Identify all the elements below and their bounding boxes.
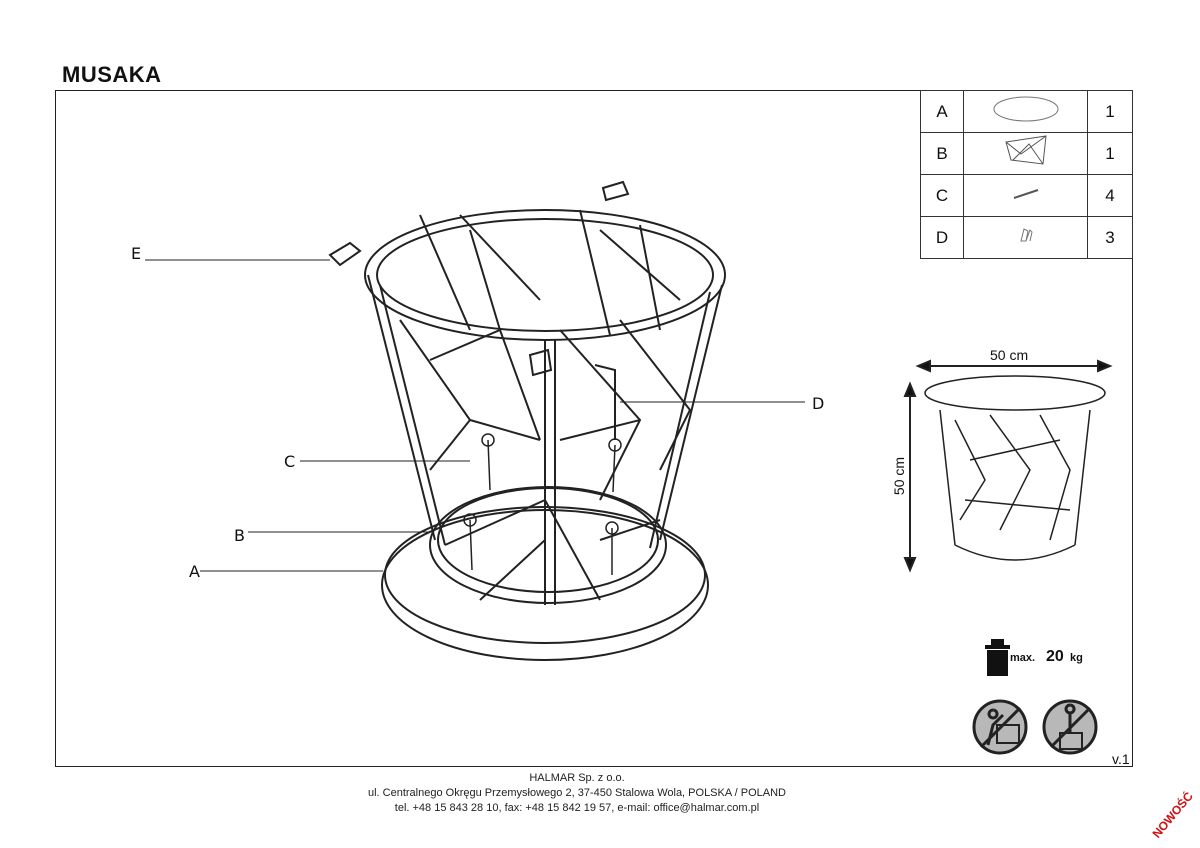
basket-frame-icon [963,132,1088,175]
callout-d: D [812,394,825,413]
dimension-arrows [903,359,1113,573]
table-row: D 3 [920,216,1133,259]
footer-address: ul. Centralnego Okręgu Przemysłowego 2, … [367,787,786,799]
part-qty: 1 [1087,132,1133,175]
table-row: A 1 [920,90,1133,133]
width-dimension: 50 cm [990,347,1029,363]
allen-key-drawing [594,364,616,440]
part-letter: A [920,90,964,133]
screw-icon [963,174,1088,217]
part-qty: 3 [1087,216,1133,259]
screws-drawing [463,433,622,575]
tabletop-icon [963,90,1088,133]
max-load-unit: kg [1070,652,1083,664]
clip-top-drawing [601,180,630,202]
part-letter: C [920,174,964,217]
table-row: C 4 [920,174,1133,217]
side-view-drawing [924,375,1106,561]
max-load-value: 20 [1046,648,1064,665]
weight-icon [985,639,1010,676]
height-dimension: 50 cm [891,456,908,496]
no-standing-icon [1042,699,1098,755]
instruction-frame [55,90,1133,767]
callout-e: E [131,244,142,263]
callout-b: B [234,526,245,545]
part-qty: 4 [1087,174,1133,217]
table-row: B 1 [920,132,1133,175]
part-letter: B [920,132,964,175]
basket-frame-drawing [364,209,726,605]
version-label: v.1 [1112,751,1130,767]
max-load-prefix: max. [1010,652,1036,664]
parts-table: A 1 B 1 C 4 D 3 [920,90,1133,259]
product-title: MUSAKA [62,62,162,87]
callout-a: A [189,562,200,581]
clip-e-drawing [328,241,362,267]
no-climbing-icon [972,699,1028,755]
footer-company: HALMAR Sp. z o.o. [529,772,625,784]
clip-d-drawing [528,348,553,377]
part-qty: 1 [1087,90,1133,133]
footer: HALMAR Sp. z o.o. ul. Centralnego Okręgu… [300,771,854,816]
clip-icon [963,216,1088,259]
footer-contact: tel. +48 15 843 28 10, fax: +48 15 842 1… [394,802,760,814]
callout-c: C [284,452,296,471]
part-letter: D [920,216,964,259]
